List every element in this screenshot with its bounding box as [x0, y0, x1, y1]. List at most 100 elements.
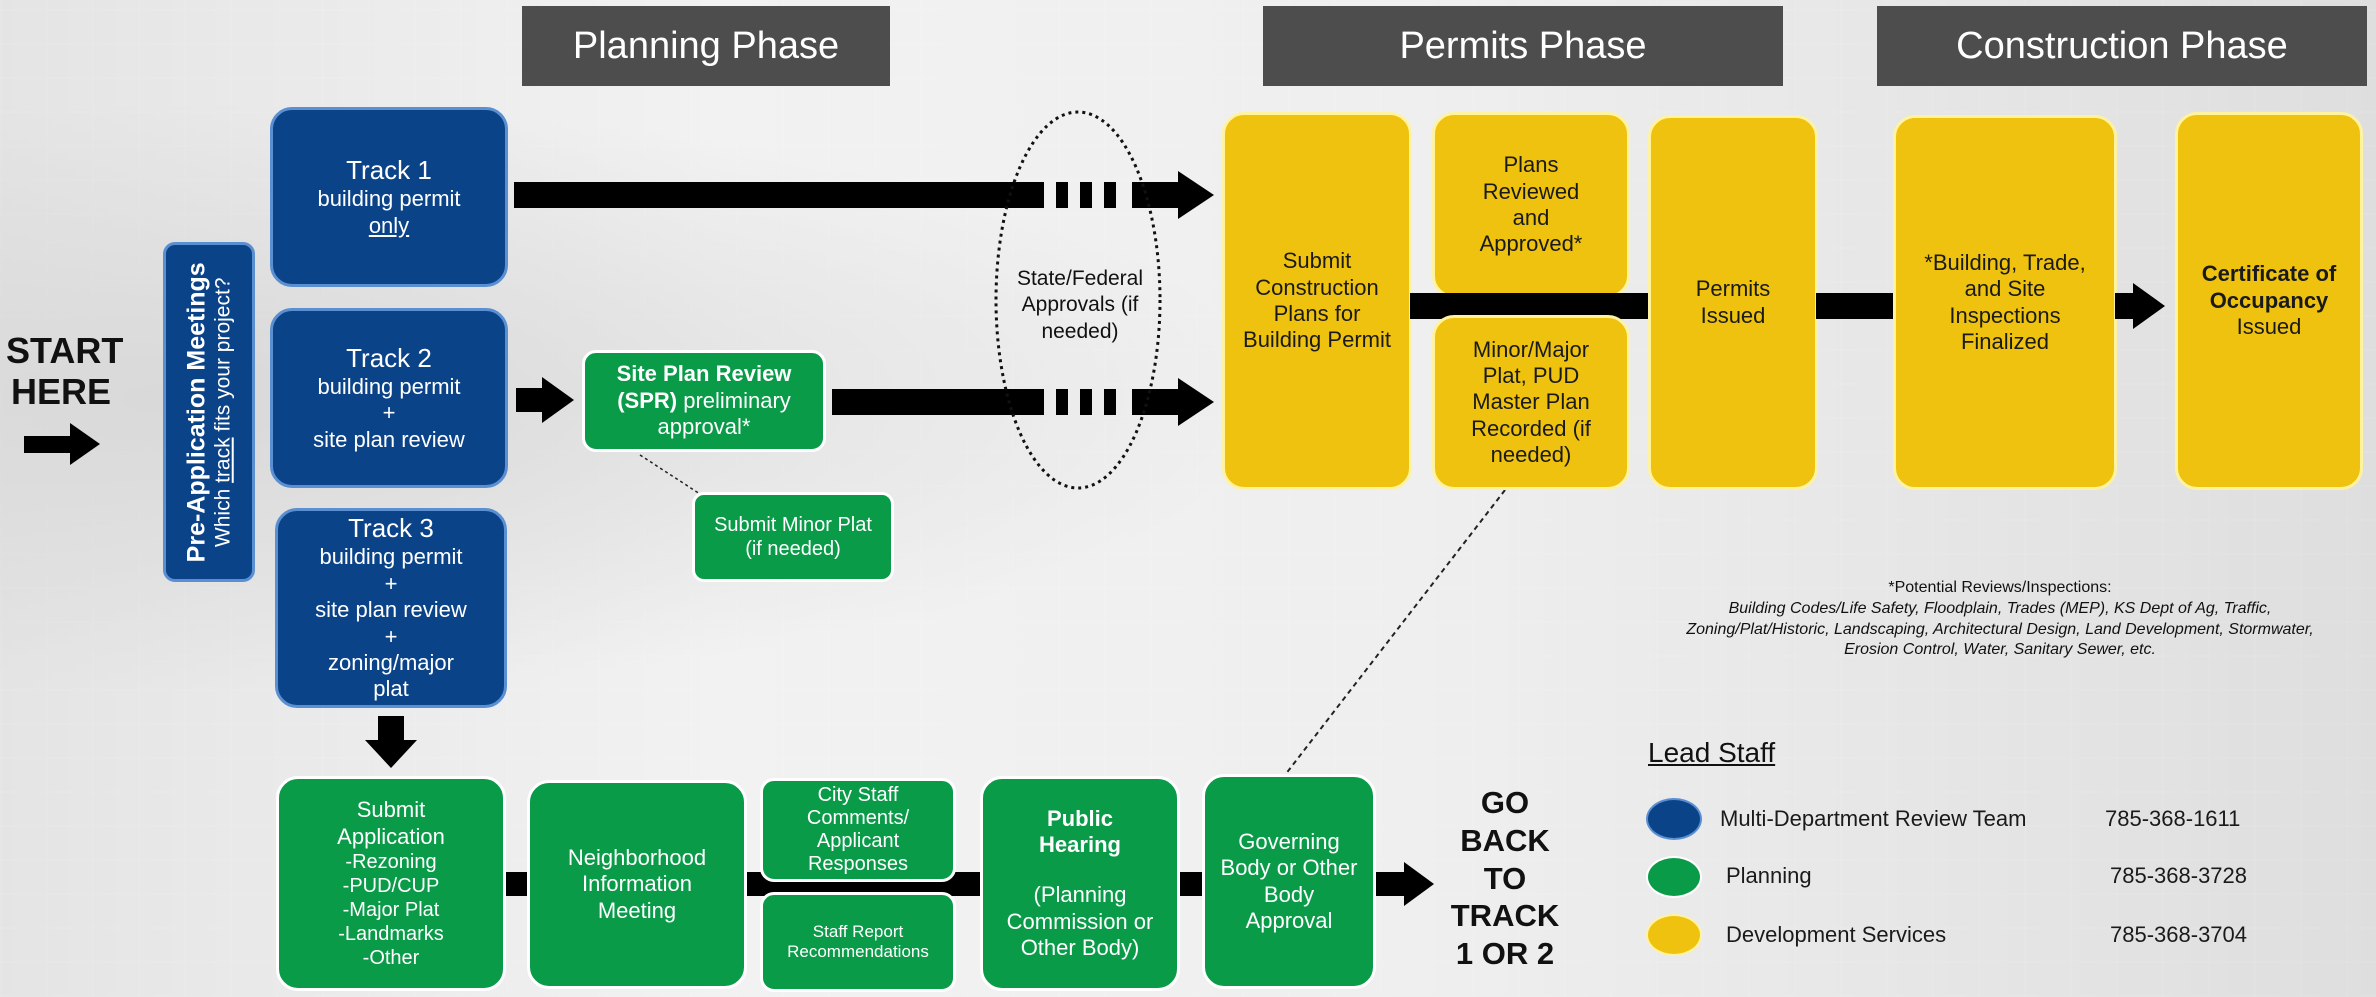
neighborhood-meeting-box: Neighborhood Information Meeting	[527, 780, 747, 989]
track-2-line2: +	[382, 400, 396, 426]
minor-major-text: Minor/Major Plat, PUD Master Plan Record…	[1471, 336, 1591, 468]
track-3-line2: +	[384, 570, 398, 596]
state-federal-approvals: State/Federal Approvals (if needed)	[1016, 267, 1144, 343]
legend-dot-yellow	[1646, 914, 1702, 956]
track-1-line2: only	[368, 212, 410, 238]
submit-minor-plat-box: Submit Minor Plat (if needed)	[692, 492, 894, 582]
start-arrow-shaft	[24, 436, 72, 453]
track-1-title: Track 1	[346, 155, 432, 186]
submit-application-box: Submit Application -Rezoning -PUD/CUP -M…	[276, 776, 506, 991]
planning-phase-header: Planning Phase	[522, 6, 890, 86]
legend-dot-blue	[1646, 798, 1702, 840]
submit-app-item-1: -Rezoning	[345, 850, 437, 873]
legend-label-3: Development Services	[1726, 922, 1947, 947]
permits-phase-header: Permits Phase	[1263, 6, 1783, 86]
certificate-rest: Issued	[2236, 314, 2302, 340]
legend-label-2: Planning	[1726, 863, 1812, 888]
submit-app-title: Submit Application	[337, 797, 445, 849]
track-3-down-head	[365, 740, 417, 768]
go-back-l3: TO	[1483, 860, 1527, 896]
staff-report-text: Staff Report Recommendations	[787, 921, 929, 961]
inspections-finalized-box: *Building, Trade, and Site Inspections F…	[1893, 115, 2117, 490]
track-1-arrow-dashes	[1032, 182, 1124, 208]
public-hearing-rest: (Planning Commission or Other Body)	[1006, 882, 1154, 961]
submit-app-item-4: -Landmarks	[338, 922, 444, 945]
neighborhood-text: Neighborhood Information Meeting	[567, 844, 707, 923]
submit-construction-text: Submit Construction Plans for Building P…	[1243, 248, 1391, 353]
certificate-of-occupancy-box: Certificate of Occupancy Issued	[2175, 112, 2363, 490]
track-2-box: Track 2 building permit + site plan revi…	[270, 308, 508, 488]
track-3-line1: building permit	[319, 544, 463, 570]
track-3-line4: +	[384, 623, 398, 649]
start-line-1: START	[6, 330, 124, 371]
track-2-arrow-shaft	[516, 388, 544, 412]
inspections-text: *Building, Trade, and Site Inspections F…	[1924, 249, 2086, 354]
submit-app-item-5: -Other	[362, 946, 420, 969]
permits-connector-bar	[1410, 293, 1650, 319]
permits-issued-box: Permits Issued	[1648, 115, 1818, 490]
go-back-l5: 1 OR 2	[1455, 936, 1555, 972]
legend-phone-1: 785-368-1611	[2105, 806, 2241, 831]
track-1-arrow-head	[1178, 171, 1214, 219]
go-back-l4: TRACK	[1450, 898, 1560, 934]
spr-arrow-shaft-2	[1132, 389, 1180, 415]
track-1-box: Track 1 building permit only	[270, 107, 508, 287]
spr-arrow-head	[1178, 378, 1214, 426]
spr-rest: preliminary approval*	[657, 387, 791, 440]
spr-bold: Site Plan Review (SPR)	[616, 361, 792, 413]
city-staff-comments-box: City Staff Comments/ Applicant Responses	[760, 778, 956, 882]
plans-reviewed-text: Plans Reviewed and Approved*	[1479, 152, 1583, 257]
potential-reviews-notes: *Potential Reviews/Inspections: Building…	[1630, 578, 2370, 661]
staff-report-box: Staff Report Recommendations	[760, 892, 956, 992]
governing-text: Governing Body or Other Body Approval	[1220, 828, 1358, 933]
track-3-down-shaft	[378, 716, 404, 742]
spr-arrow-shaft	[832, 389, 1032, 415]
city-staff-text: City Staff Comments/ Applicant Responses	[806, 784, 910, 875]
track-2-arrow-head	[542, 377, 574, 423]
start-arrow-head	[70, 423, 100, 465]
public-hearing-bold: Public Hearing	[1039, 805, 1121, 857]
minor-major-plat-box: Minor/Major Plat, PUD Master Plan Record…	[1432, 315, 1630, 490]
track-2-title: Track 2	[346, 342, 432, 373]
track-1-arrow-shaft-2	[1132, 182, 1180, 208]
inspections-arrow-head	[2133, 283, 2165, 329]
submit-app-item-2: -PUD/CUP	[342, 874, 440, 897]
pre-application-meetings: Pre-Application Meetings Which track fit…	[163, 242, 255, 582]
governing-body-box: Governing Body or Other Body Approval	[1202, 774, 1376, 989]
spr-arrow-dashes	[1032, 389, 1124, 415]
legend-phone-2: 785-368-3728	[2110, 863, 2248, 888]
start-here-label: START HERE	[6, 330, 124, 413]
governing-arrow-head	[1404, 862, 1434, 906]
notes-line-2: Zoning/Plat/Historic, Landscaping, Archi…	[1686, 620, 2314, 638]
plans-reviewed-box: Plans Reviewed and Approved*	[1432, 112, 1630, 298]
site-plan-review-box: Site Plan Review (SPR) preliminary appro…	[582, 350, 826, 452]
public-hearing-box: Public Hearing (Planning Commission or O…	[980, 776, 1180, 991]
certificate-bold: Certificate of Occupancy	[2201, 261, 2337, 313]
track-2-line1: building permit	[317, 374, 461, 399]
track-3-line6: plat	[373, 676, 409, 702]
notes-line-3: Erosion Control, Water, Sanitary Sewer, …	[1844, 641, 2156, 659]
permits-to-inspections-bar	[1816, 293, 1896, 319]
permits-issued-text: Permits Issued	[1695, 276, 1771, 328]
go-back-to-track-label: GO BACK TO TRACK 1 OR 2	[1440, 784, 1570, 973]
start-line-2: HERE	[10, 371, 112, 413]
track-3-line3: site plan review	[315, 597, 467, 623]
notes-title: *Potential Reviews/Inspections:	[1888, 579, 2112, 596]
submit-app-item-3: -Major Plat	[342, 898, 440, 921]
go-back-l2: BACK	[1460, 822, 1550, 858]
legend-phone-3: 785-368-3704	[2110, 922, 2248, 947]
track-3-box: Track 3 building permit + site plan revi…	[275, 508, 507, 708]
track-3-title: Track 3	[348, 513, 434, 544]
legend-dot-green	[1646, 856, 1702, 898]
track-2-line3: site plan review	[313, 426, 465, 452]
construction-phase-header: Construction Phase	[1877, 6, 2367, 86]
minor-plat-text: Submit Minor Plat (if needed)	[714, 514, 872, 560]
notes-line-1: Building Codes/Life Safety, Floodplain, …	[1728, 599, 2272, 617]
track-1-arrow-shaft	[514, 182, 1032, 208]
go-back-l1: GO	[1480, 785, 1530, 820]
legend-label-1: Multi-Department Review Team	[1720, 806, 2027, 831]
inspections-arrow-shaft	[2115, 293, 2135, 319]
track-1-line1: building permit	[317, 186, 461, 212]
submit-construction-plans-box: Submit Construction Plans for Building P…	[1222, 112, 1412, 490]
